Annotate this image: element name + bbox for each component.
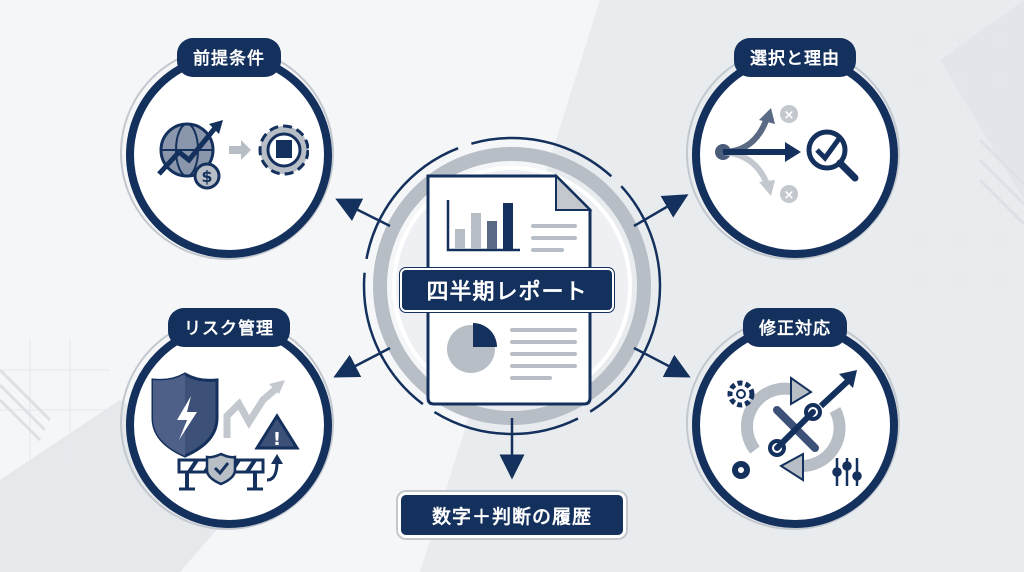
trend-arrow-icon (818, 370, 857, 409)
node-label-risk: リスク管理 (168, 308, 290, 347)
branching-arrows-icon: × × (715, 105, 859, 203)
warning-triangle-icon: ! (254, 413, 300, 450)
node-label-premises: 前提条件 (177, 38, 281, 77)
arrow-right-icon (229, 140, 251, 160)
svg-text:$: $ (201, 167, 212, 186)
barrier-shield-check-icon (177, 452, 283, 491)
svg-text:×: × (784, 108, 795, 123)
sliders-icon (832, 458, 862, 486)
dollar-coin-icon (193, 162, 221, 190)
magnifier-check-icon (806, 129, 859, 182)
center-title: 四半期レポート (400, 268, 614, 312)
node-fix: 修正対応 (686, 308, 900, 530)
wrench-screwdriver-icon (768, 403, 822, 457)
reject-x-icon: × × (780, 105, 798, 203)
cycle-arrows-icon (727, 370, 862, 486)
gear-icon (727, 380, 755, 479)
node-label-choice: 選択と理由 (734, 38, 856, 77)
trend-up-icon (223, 380, 285, 438)
gear-building-icon (258, 124, 309, 176)
node-premises: 前提条件 $ (120, 38, 334, 260)
node-ring (692, 322, 898, 528)
globe-growth-icon: $ (157, 120, 309, 190)
node-risk: リスク管理 ! (120, 308, 334, 530)
pie-chart-icon (447, 323, 497, 373)
node-choice: 選択と理由 × × (686, 38, 900, 260)
output-history-box: 数字＋判断の履歴 (398, 492, 626, 538)
bar-chart-icon (446, 200, 520, 252)
svg-text:!: ! (273, 429, 281, 450)
shield-lightning-icon: ! (151, 372, 300, 491)
node-label-fix: 修正対応 (743, 308, 847, 347)
svg-text:×: × (784, 188, 795, 203)
